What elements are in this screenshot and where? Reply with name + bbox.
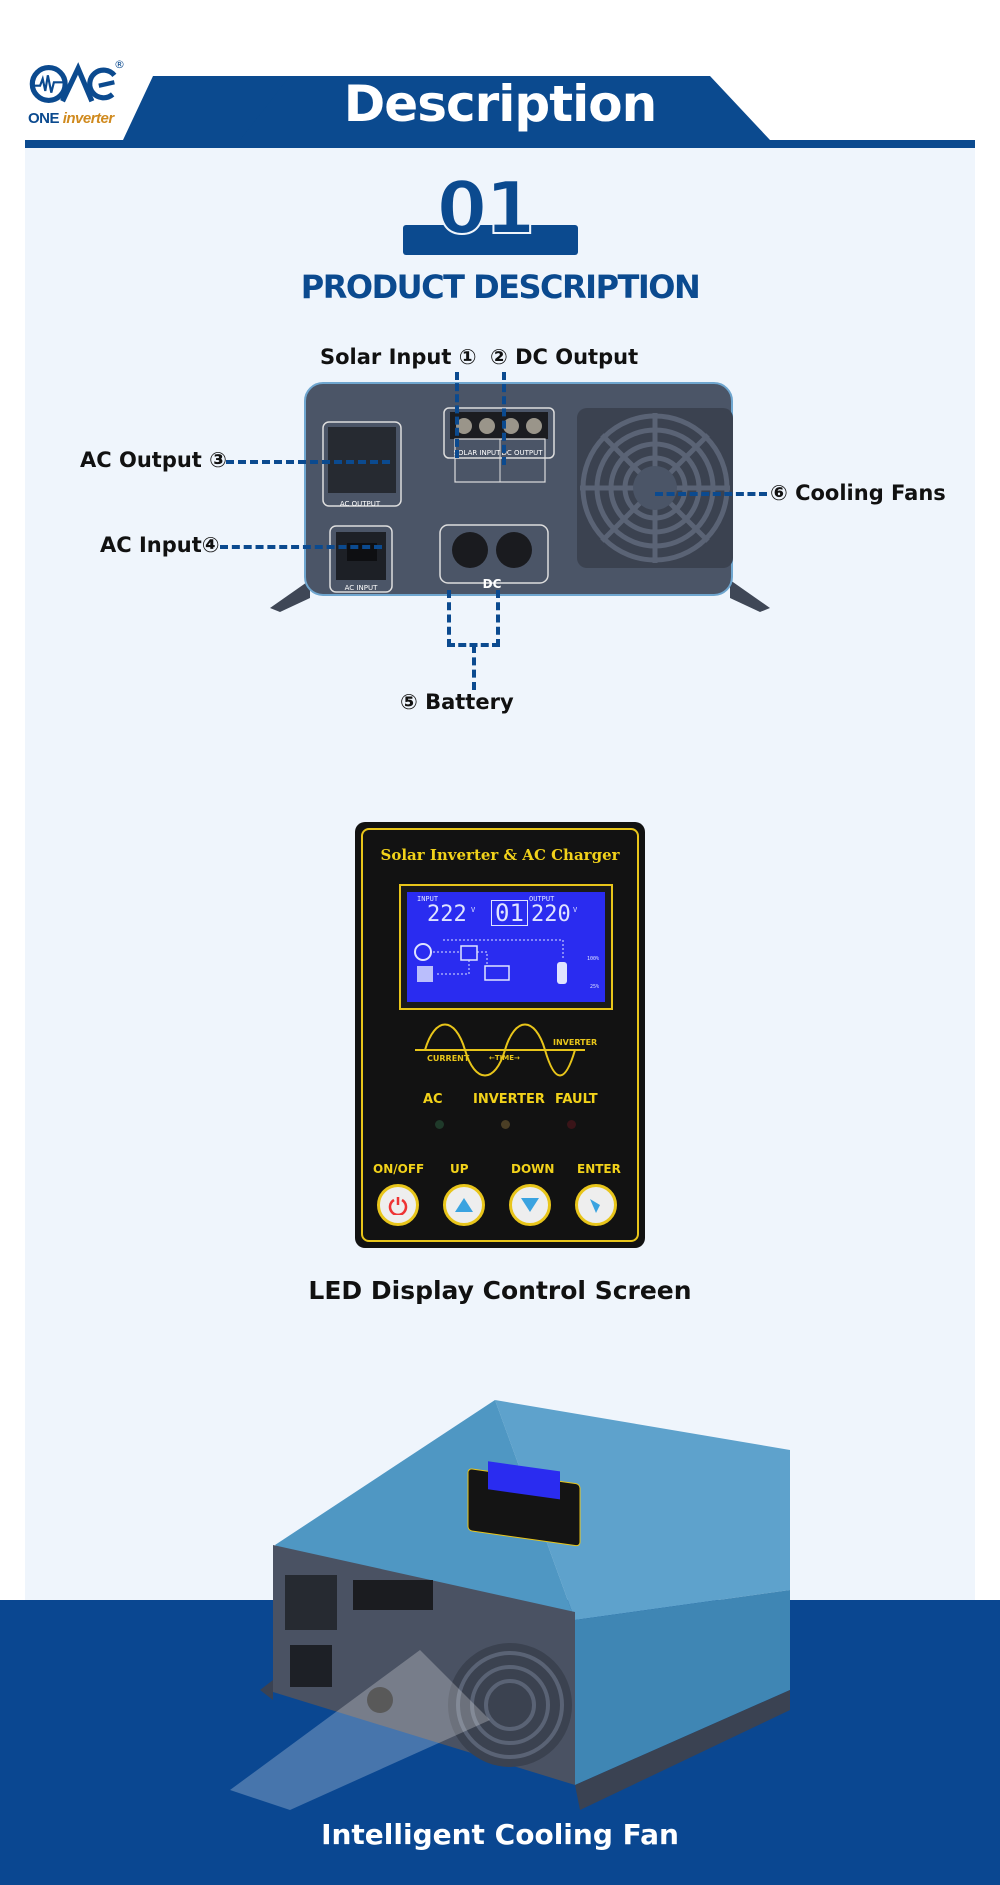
callout-ac-input: AC Input④ [100,533,220,557]
callout-solar-input: Solar Input ① [320,345,477,369]
device-battery-port [367,1687,393,1713]
cooling-fans-leader [655,492,767,496]
lcd-output-label: OUTPUT [529,895,555,903]
lcd-screen: INPUT OUTPUT 222 V 01 220 V 100% 25% [399,884,613,1010]
inverter-icon [460,945,478,961]
panel-title: Solar Inverter & AC Charger [380,846,620,864]
battery-icon [484,965,510,981]
cooling-fan [577,408,733,568]
lcd-output-value: 220 [531,902,571,927]
ac-output-print: AC OUTPUT [340,500,381,508]
lcd-pct-low: 25% [589,984,599,990]
logo-mark-icon [29,62,117,103]
inverter-product-image [230,1400,790,1810]
number-badge-2: ② [490,345,508,369]
dc-output-print: DC OUTPUT [501,449,543,457]
number-badge-5: ⑤ [400,690,418,714]
control-panel: Solar Inverter & AC Charger INPUT OUTPUT… [355,822,645,1248]
led-label-inverter: INVERTER [473,1092,545,1107]
lcd-input-unit: V [471,906,476,914]
feature-caption: Intelligent Cooling Fan [321,1818,679,1851]
device-ac-output [285,1575,337,1630]
callout-ac-output: AC Output ③ [80,448,227,472]
section-title: PRODUCT DESCRIPTION [300,268,701,306]
dc-output-leader [502,372,506,465]
triangle-up-icon [455,1198,473,1212]
device-fan [448,1643,572,1767]
brand-name: ONE inverter [28,110,114,128]
battery-leader-stem [472,645,476,690]
device-top [495,1400,790,1620]
number-badge-3: ③ [209,448,227,472]
on-off-label: ON/OFF [373,1162,425,1176]
solar-input-print: SOLAR INPUT [454,449,502,457]
lcd-pct-high: 100% [586,956,599,962]
ac-input-leader [220,545,382,549]
section-number-bar [403,225,578,255]
led-inverter [501,1120,510,1129]
mounting-foot-left [270,580,310,612]
airflow-effect [230,1650,490,1810]
brand-logo: ® ONE inverter [28,58,125,132]
triangle-down-icon [521,1198,539,1212]
mounting-foot-right [730,580,770,612]
wave-time-label: ←TIME→ [489,1054,520,1062]
header-title: Description [343,75,657,133]
wave-current-label: CURRENT [427,1054,470,1063]
lcd-mode: 01 [491,900,528,926]
battery-negative-port [496,532,532,568]
solar-input-leader [455,372,459,458]
battery-leader-positive [447,590,451,647]
sine-wave-graphic [415,1023,585,1077]
enter-label: ENTER [577,1162,621,1176]
lcd-output-unit: V [573,906,578,914]
header-banner [123,76,770,140]
up-button[interactable] [443,1184,485,1226]
registered-mark: ® [114,58,125,71]
grid-icon [414,943,432,961]
device-side [575,1590,790,1785]
led-fault [567,1120,576,1129]
battery-positive-port [452,532,488,568]
lcd-input-label: INPUT [417,895,439,903]
brand-one: ONE [28,110,60,127]
down-label: DOWN [511,1162,555,1176]
rear-panel-image: SOLAR INPUT DC OUTPUT AC OUTPUT AC INPUT… [270,382,770,612]
up-label: UP [450,1162,469,1176]
wave-inverter-label: INVERTER [553,1038,598,1047]
number-badge-6: ⑥ [770,481,788,505]
led-label-fault: FAULT [555,1092,598,1107]
section-number: 01 [436,166,536,250]
lcd-flow-diagram [414,939,567,984]
power-icon [388,1197,408,1215]
on-off-button[interactable] [377,1184,419,1226]
down-button[interactable] [509,1184,551,1226]
ac-output-leader [226,460,390,464]
solar-panel-icon [417,966,433,982]
ac-input-print: AC INPUT [345,584,378,592]
device-rail [575,1690,790,1810]
number-badge-4: ④ [201,533,220,557]
number-badge-1: ① [458,345,477,369]
callout-battery: ⑤ Battery [400,690,514,714]
control-panel-caption: LED Display Control Screen [308,1276,692,1305]
brand-inverter: inverter [62,110,115,127]
device-ac-input [290,1645,332,1687]
load-bulb-icon [557,962,567,984]
device-lcd [488,1461,560,1500]
enter-button[interactable] [575,1184,617,1226]
dc-print: DC [483,577,502,591]
battery-leader-negative [496,590,500,647]
device-terminal-block [353,1580,433,1610]
led-ac [435,1120,444,1129]
header-rule [25,140,975,148]
callout-dc-output: ② DC Output [490,345,639,369]
callout-cooling-fans: ⑥ Cooling Fans [770,481,946,505]
lcd-input-value: 222 [427,902,467,927]
led-label-ac: AC [423,1092,443,1107]
enter-icon [590,1199,600,1213]
